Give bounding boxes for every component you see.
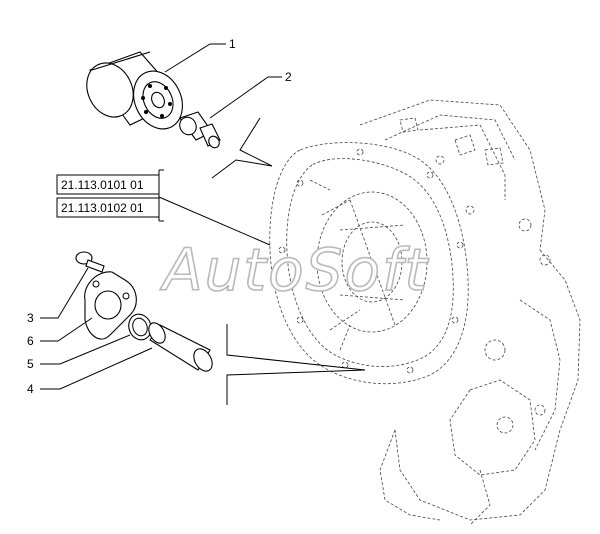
flange-bolt-holes [278,148,464,374]
reference-code-2: 21.113.0102 01 [61,201,144,215]
leader-lines [40,43,366,405]
oil-filter-part [86,51,183,130]
nipple-fitting-part [179,111,221,149]
reference-code-boxes: 21.113.0101 01 21.113.0102 01 [56,169,164,222]
bolt-part [75,251,105,273]
callout-4: 4 [27,382,34,396]
watermark-logo: AutoSoft [159,236,429,304]
callout-2: 2 [285,70,292,84]
callout-1: 1 [229,37,236,51]
reference-code-1: 21.113.0101 01 [61,178,144,192]
cover-plate-part [84,271,137,340]
o-ring-part [128,313,152,341]
callout-6: 6 [27,334,34,348]
transmission-housing [269,99,581,526]
callout-3: 3 [27,311,34,325]
sleeve-part [148,322,213,372]
callout-numbers: 1 2 3 6 5 4 [27,37,292,396]
callout-5: 5 [27,357,34,371]
